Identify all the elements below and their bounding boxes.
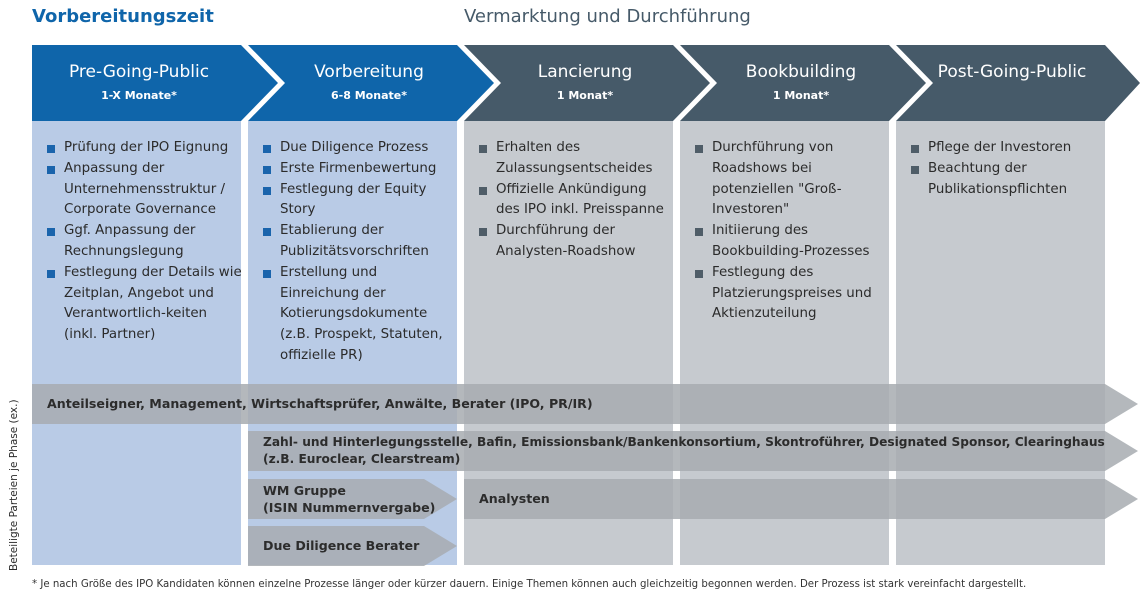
phase-title-post-going-public: Post-Going-Public (937, 62, 1087, 82)
task-list-lancierung: Erhalten des Zulassungsentscheides Offiz… (479, 138, 669, 263)
task-item: Durchführung der Analysten-Roadshow (479, 221, 669, 263)
phase-title-lancierung: Lancierung (537, 62, 633, 82)
chevron-bookbuilding (680, 45, 926, 121)
chevron-post-going-public (896, 45, 1140, 121)
task-item: Beachtung der Publikationspflichten (911, 159, 1101, 201)
task-item: Festlegung der Details wie Zeitplan, Ang… (47, 263, 242, 346)
task-item: Anpassung der Unternehmensstruktur / Cor… (47, 159, 242, 221)
band-arrow-wm-gruppe (248, 479, 457, 519)
task-item: Festlegung des Platzierungspreises und A… (695, 263, 885, 325)
phase-duration-bookbuilding: 1 Monat* (772, 89, 830, 102)
footnote: * Je nach Größe des IPO Kandidaten könne… (32, 579, 1027, 590)
phase-title-pre-going-public: Pre-Going-Public (68, 62, 210, 82)
phase-title-vorbereitung: Vorbereitung (314, 62, 424, 82)
task-item: Erste Firmenbewertung (263, 159, 455, 180)
group-title-prep: Vorbereitungszeit (32, 6, 214, 27)
task-list-vorbereitung: Due Diligence Prozess Erste Firmenbewert… (263, 138, 455, 367)
task-item: Festlegung der Equity Story (263, 180, 455, 222)
phase-duration-lancierung: 1 Monat* (556, 89, 614, 102)
task-item: Erhalten des Zulassungsentscheides (479, 138, 669, 180)
phase-duration-vorbereitung: 6-8 Monate* (331, 89, 407, 102)
group-title-marketing: Vermarktung und Durchführung (464, 6, 751, 27)
band-arrow-all-phases (32, 384, 1138, 424)
task-item: Prüfung der IPO Eignung (47, 138, 242, 159)
phase-duration-pre-going-public: 1-X Monate* (101, 89, 177, 102)
band-label-institutions-line2: (z.B. Euroclear, Clearstream) (263, 452, 461, 466)
chevron-vorbereitung (248, 45, 494, 121)
task-list-pre-going-public: Prüfung der IPO Eignung Anpassung der Un… (47, 138, 242, 346)
task-item: Initiierung des Bookbuilding-Prozesses (695, 221, 885, 263)
band-label-all-phases: Anteilseigner, Management, Wirtschaftspr… (47, 396, 593, 411)
band-label-wm-line2: (ISIN Nummernvergabe) (263, 500, 436, 515)
task-item: Etablierung der Publizitätsvorschriften (263, 221, 455, 263)
band-label-due-diligence: Due Diligence Berater (263, 538, 420, 553)
phase-title-bookbuilding: Bookbuilding (745, 62, 857, 82)
task-item: Due Diligence Prozess (263, 138, 455, 159)
side-label: Beteiligte Parteien je Phase (ex.) (8, 399, 20, 571)
task-item: Offizielle Ankündigung des IPO inkl. Pre… (479, 180, 669, 222)
task-item: Ggf. Anpassung der Rechnungslegung (47, 221, 242, 263)
task-list-post-going-public: Pflege der Investoren Beachtung der Publ… (911, 138, 1101, 200)
band-label-analysten: Analysten (479, 491, 550, 506)
task-list-bookbuilding: Durchführung von Roadshows bei potenziel… (695, 138, 885, 325)
band-arrow-analysten (464, 479, 1138, 519)
column-bg-pre-going-public (32, 121, 241, 565)
chevron-pre-going-public (32, 45, 278, 121)
band-label-wm-line1: WM Gruppe (263, 483, 346, 498)
task-item: Erstellung und Einreichung der Kotierung… (263, 263, 455, 367)
band-arrow-institutions (248, 431, 1138, 471)
task-item: Pflege der Investoren (911, 138, 1101, 159)
chevron-lancierung (464, 45, 710, 121)
band-arrow-due-diligence (248, 526, 457, 566)
task-item: Durchführung von Roadshows bei potenziel… (695, 138, 885, 221)
band-label-institutions-line1: Zahl- und Hinterlegungsstelle, Bafin, Em… (263, 435, 1105, 449)
